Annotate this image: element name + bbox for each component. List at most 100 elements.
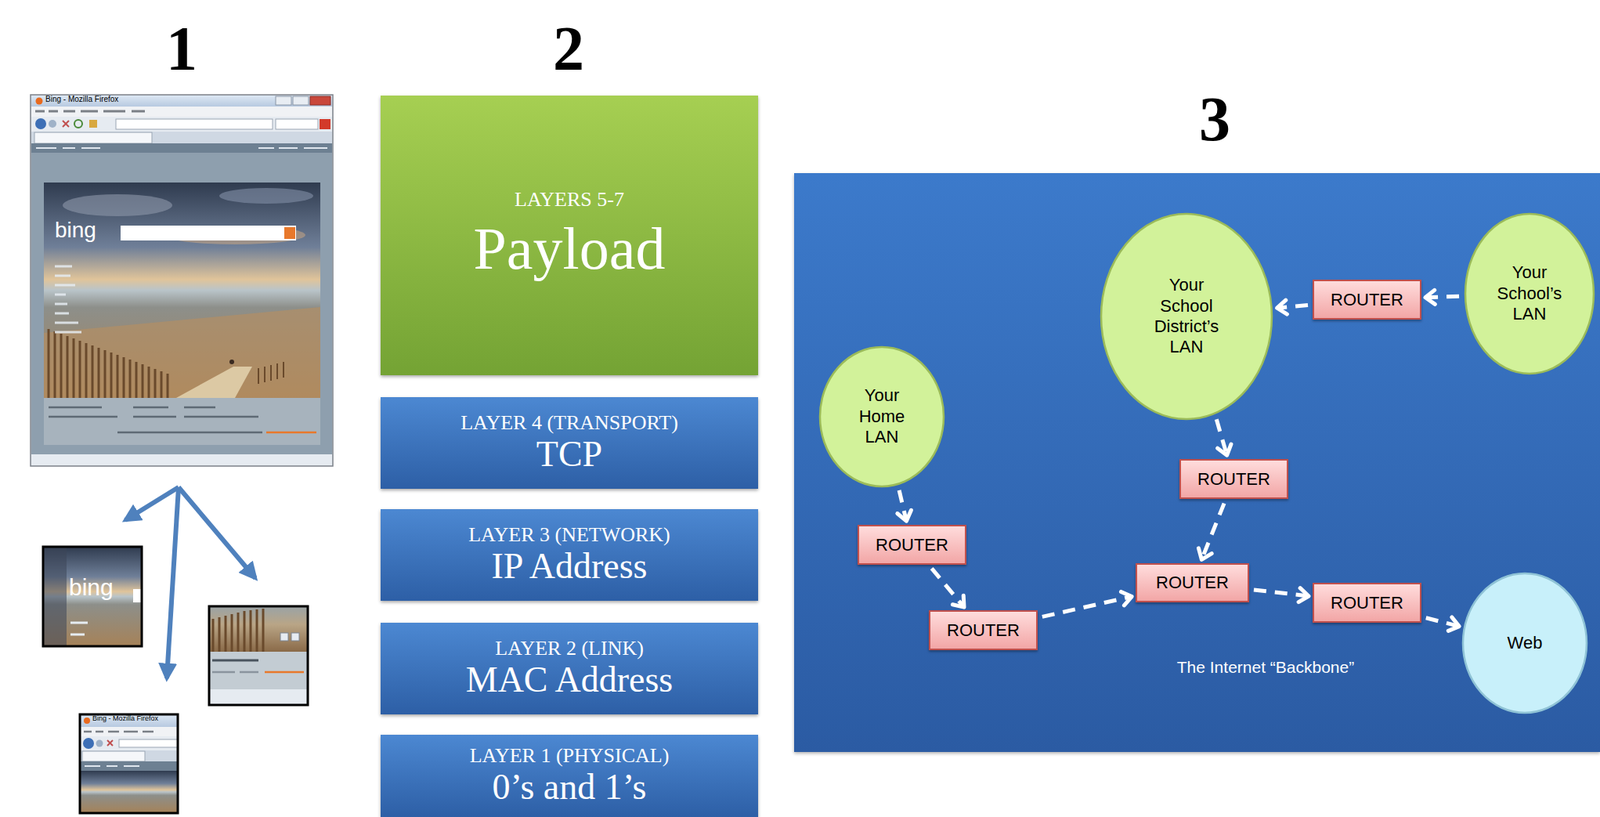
arrow-connector	[1425, 296, 1460, 298]
label-anchor: bing	[68, 575, 132, 600]
layer-name: 0’s and 1’s	[492, 767, 647, 808]
lan-label: Your Home LAN	[854, 385, 910, 448]
split-arrow-part	[125, 487, 179, 521]
layer-heading: LAYER 2 (LINK)	[494, 636, 644, 661]
lan-ellipse: Your School’s LAN	[1463, 212, 1596, 376]
router-label: ROUTER	[1155, 572, 1229, 593]
browser-screenshot-part	[319, 119, 331, 130]
browser-screenshot-part	[43, 182, 321, 398]
split-arrow	[125, 487, 256, 679]
layer-heading: LAYER 4 (TRANSPORT)	[460, 411, 679, 435]
browser-screenshot-part	[35, 118, 47, 130]
arrow-connector	[899, 490, 907, 521]
browser-screenshot-part	[31, 143, 333, 455]
browser-screenshot-part	[229, 359, 235, 365]
layer-box: LAYER 2 (LINK)MAC Address	[380, 622, 759, 715]
screenshot-detail-part	[209, 606, 308, 705]
screenshot-detail-part	[209, 606, 308, 652]
arrow-connector	[1201, 503, 1225, 560]
screenshot-detail	[43, 546, 142, 647]
web-label: Web	[1485, 632, 1564, 654]
screenshot-detail-part	[79, 726, 178, 737]
layer-heading: LAYER 3 (NETWORK)	[468, 523, 671, 547]
window-title: Bing - Mozilla Firefox	[45, 95, 203, 104]
label-anchor: 3	[1183, 87, 1247, 151]
browser-screenshot-part	[43, 306, 321, 398]
router-box: ROUTER	[857, 524, 967, 565]
screenshot-detail-part	[43, 546, 142, 647]
browser-screenshot-part	[74, 119, 83, 128]
screenshot-detail-part	[79, 761, 178, 771]
browser-screenshot-part	[48, 328, 168, 398]
browser-screenshot-part	[31, 143, 333, 153]
browser-screenshot-part	[31, 106, 333, 117]
arrow-connector	[1042, 596, 1132, 618]
panel-number: 3	[1183, 87, 1247, 151]
browser-screenshot-part	[89, 119, 98, 128]
screenshot-detail	[79, 714, 178, 813]
label-anchor: 1	[150, 17, 214, 80]
screenshot-detail-part	[79, 714, 178, 813]
router-box: ROUTER	[928, 610, 1038, 651]
browser-screenshot-part	[266, 431, 317, 434]
arrow-connector	[1426, 617, 1460, 627]
browser-screenshot-part	[176, 366, 253, 398]
arrow-connector	[931, 568, 965, 608]
screenshot-detail-part	[84, 765, 140, 767]
router-label: ROUTER	[1330, 592, 1404, 613]
browser-screenshot-part	[36, 97, 44, 105]
lan-ellipse: Your Home LAN	[818, 345, 946, 488]
internet-backbone-panel: The Internet “Backbone”Your School Distr…	[794, 173, 1600, 752]
router-label: ROUTER	[946, 620, 1020, 640]
logo-text: bing	[54, 219, 118, 242]
browser-screenshot-part	[31, 116, 333, 132]
arrow-connector	[1253, 589, 1309, 596]
screenshot-detail-part	[82, 751, 145, 762]
screenshot-detail-part	[280, 632, 289, 641]
browser-screenshot-part	[292, 96, 309, 105]
browser-screenshot-part	[36, 147, 328, 149]
router-label: ROUTER	[875, 534, 949, 555]
screenshot-detail-part	[107, 740, 113, 746]
screenshot-detail-part	[79, 770, 178, 813]
web-ellipse: Web	[1461, 571, 1589, 715]
screenshot-detail	[209, 606, 308, 705]
browser-screenshot-part	[48, 407, 263, 433]
label-anchor: Bing - Mozilla Firefox	[92, 715, 175, 723]
label-anchor: Bing - Mozilla Firefox	[45, 95, 203, 104]
screenshot-detail-part	[43, 546, 67, 647]
window-title: Bing - Mozilla Firefox	[92, 715, 175, 723]
label-anchor: bing	[54, 219, 118, 242]
browser-screenshot-part	[275, 96, 292, 105]
screenshot-detail-part	[79, 714, 178, 727]
browser-screenshot-part	[43, 397, 321, 445]
screenshot-detail-part	[133, 588, 142, 603]
logo-text: bing	[68, 575, 132, 600]
screenshot-detail-part	[119, 739, 178, 748]
browser-screenshot-part	[219, 187, 314, 204]
panel-number: 1	[150, 17, 214, 80]
split-arrow-part	[178, 487, 256, 578]
browser-screenshot-part	[35, 110, 145, 113]
screenshot-detail-part	[83, 730, 154, 734]
screenshot-detail-part	[83, 737, 94, 749]
payload-box: LAYERS 5-7Payload	[380, 95, 759, 376]
screenshot-detail-part	[79, 750, 178, 762]
browser-screenshot-part	[48, 119, 57, 128]
screenshot-detail-part	[209, 689, 308, 705]
screenshot-detail-part	[213, 608, 264, 652]
router-box: ROUTER	[1179, 458, 1289, 499]
router-box: ROUTER	[1312, 582, 1422, 623]
panel-number: 2	[537, 17, 600, 80]
browser-screenshot-part	[62, 120, 69, 127]
browser-screenshot-part	[258, 361, 284, 384]
layer-name: Payload	[473, 214, 666, 283]
ellipse-shape	[1462, 573, 1587, 713]
browser-screenshot-part	[54, 266, 82, 333]
arrow-connector	[1216, 418, 1227, 456]
browser-screenshot-part	[275, 119, 318, 130]
screenshot-detail-part	[264, 671, 304, 674]
layer-box: LAYER 3 (NETWORK)IP Address	[380, 509, 759, 601]
label-anchor: 2	[537, 17, 600, 80]
